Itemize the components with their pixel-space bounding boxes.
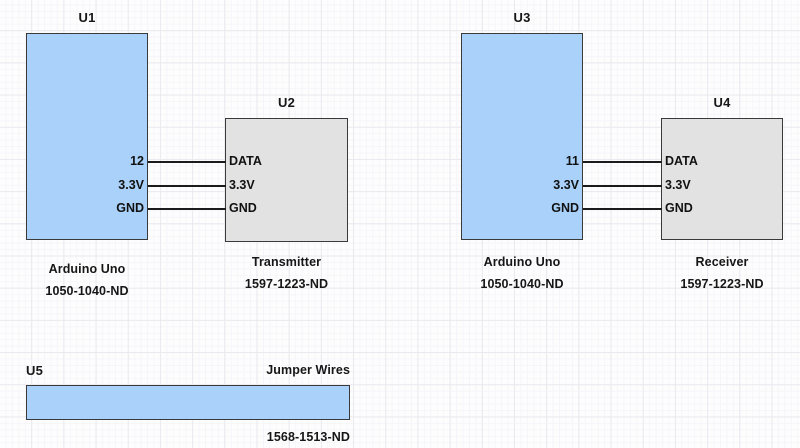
block-u5-jumper-wires[interactable] (26, 385, 350, 420)
wire-u3-gnd-to-u4-gnd (583, 208, 662, 210)
ref-label-u4: U4 (713, 95, 731, 110)
wire-u1-3v3-to-u2-3v3 (148, 185, 226, 187)
pin-u4-data: DATA (665, 154, 698, 168)
wire-u3-11-to-u4-data (583, 161, 662, 163)
pin-u1-3v3: 3.3V (118, 178, 144, 192)
caption-u4-part: 1597-1223-ND (680, 277, 764, 291)
caption-u1-name: Arduino Uno (48, 262, 126, 276)
caption-u5-name: Jumper Wires (266, 363, 350, 377)
ref-label-u2: U2 (277, 95, 296, 110)
caption-u3-name: Arduino Uno (483, 255, 561, 269)
wire-u3-3v3-to-u4-3v3 (583, 185, 662, 187)
ref-label-u5: U5 (26, 363, 44, 378)
pin-u4-gnd: GND (665, 201, 693, 215)
caption-u5-part: 1568-1513-ND (266, 430, 350, 444)
pin-u2-gnd: GND (229, 201, 257, 215)
pin-u2-3v3: 3.3V (229, 178, 255, 192)
ref-label-u3: U3 (513, 10, 531, 25)
caption-u1-part: 1050-1040-ND (45, 284, 129, 298)
ref-label-u1: U1 (78, 10, 96, 25)
caption-u2-part: 1597-1223-ND (244, 277, 329, 291)
block-u4-receiver[interactable] (661, 118, 783, 240)
wire-u1-gnd-to-u2-gnd (148, 208, 226, 210)
caption-u3-part: 1050-1040-ND (480, 277, 564, 291)
pin-u2-data: DATA (229, 154, 262, 168)
caption-u4-name: Receiver (695, 255, 749, 269)
pin-u4-3v3: 3.3V (665, 178, 691, 192)
pin-u3-gnd: GND (551, 201, 579, 215)
block-u3-arduino-uno[interactable] (461, 33, 583, 240)
pin-u1-12: 12 (130, 154, 144, 168)
pin-u3-3v3: 3.3V (553, 178, 579, 192)
pin-u1-gnd: GND (116, 201, 144, 215)
wire-u1-12-to-u2-data (148, 161, 226, 163)
block-u1-arduino-uno[interactable] (26, 33, 148, 240)
block-u2-transmitter[interactable] (225, 118, 348, 242)
pin-u3-11: 11 (565, 154, 579, 168)
caption-u2-name: Transmitter (251, 255, 322, 269)
